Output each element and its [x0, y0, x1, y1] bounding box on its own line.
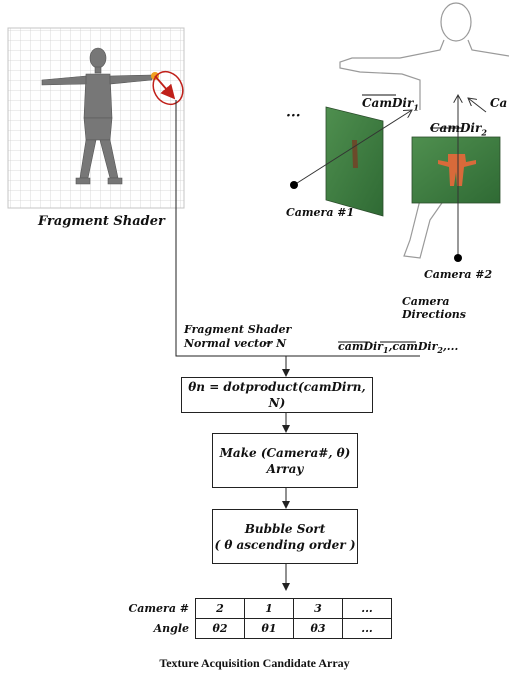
shader-label-line1: Fragment Shader [184, 323, 292, 336]
shader-normal-label: Fragment Shader Normal vector N [184, 323, 291, 351]
normal-symbol: N [276, 337, 287, 350]
bubble-sort-line2: ( θ ascending order ) [214, 537, 356, 552]
table-cell: θ1 [244, 618, 294, 639]
row-label-angle: Angle [153, 622, 189, 635]
camera-board-1 [325, 106, 384, 217]
table-cell: ... [342, 618, 392, 639]
cam-dir-2-label: CamDir2 [430, 121, 487, 138]
camera-2-dot [454, 254, 462, 262]
table-row: Angle θ2 θ1 θ3 ... [114, 618, 392, 639]
flow-connectors [175, 100, 420, 591]
row-label-camera: Camera # [128, 602, 190, 615]
make-array-box: Make (Camera#, θ) Array [212, 433, 358, 488]
table-cell: θ3 [293, 618, 343, 639]
cam-dirs-label: camDir1,camDir2,... [338, 340, 459, 356]
candidate-table: Camera # 2 1 3 ... Angle θ2 θ1 θ3 ... [114, 598, 392, 639]
shader-label-line2: Normal vector N [184, 337, 287, 350]
make-array-line1: Make (Camera#, θ) [219, 445, 351, 460]
table-cell: θ2 [195, 618, 245, 639]
dot-product-formula: θn = dotproduct(camDirn, N) [188, 380, 366, 410]
cam-dir-1-label: CamDir1 [362, 96, 419, 113]
camera-directions-caption: Camera Directions [402, 295, 466, 321]
fragment-shader-caption: Fragment Shader [38, 214, 165, 229]
table-row: Camera # 2 1 3 ... [114, 598, 392, 619]
table-cell: ... [342, 598, 392, 619]
body-outline [339, 2, 509, 259]
make-array-line2: Array [266, 461, 304, 476]
table-cell: 1 [244, 598, 294, 619]
camera-1-dot [290, 181, 298, 189]
bubble-sort-box: Bubble Sort ( θ ascending order ) [212, 509, 358, 564]
bottom-caption: Texture Acquisition Candidate Array [159, 656, 350, 670]
camera-1-label: Camera #1 [286, 206, 355, 219]
ellipsis-label: ··· [286, 108, 301, 124]
camera-direction-lines [293, 95, 487, 258]
camera-board-2 [411, 136, 501, 204]
table-cell: 2 [195, 598, 245, 619]
cam-dir-3-label: Ca [490, 96, 508, 110]
camera-2-label: Camera #2 [424, 268, 493, 281]
bubble-sort-line1: Bubble Sort [244, 521, 326, 536]
dot-product-box: θn = dotproduct(camDirn, N) [181, 377, 373, 413]
mesh-figure [41, 47, 153, 185]
table-cell: 3 [293, 598, 343, 619]
